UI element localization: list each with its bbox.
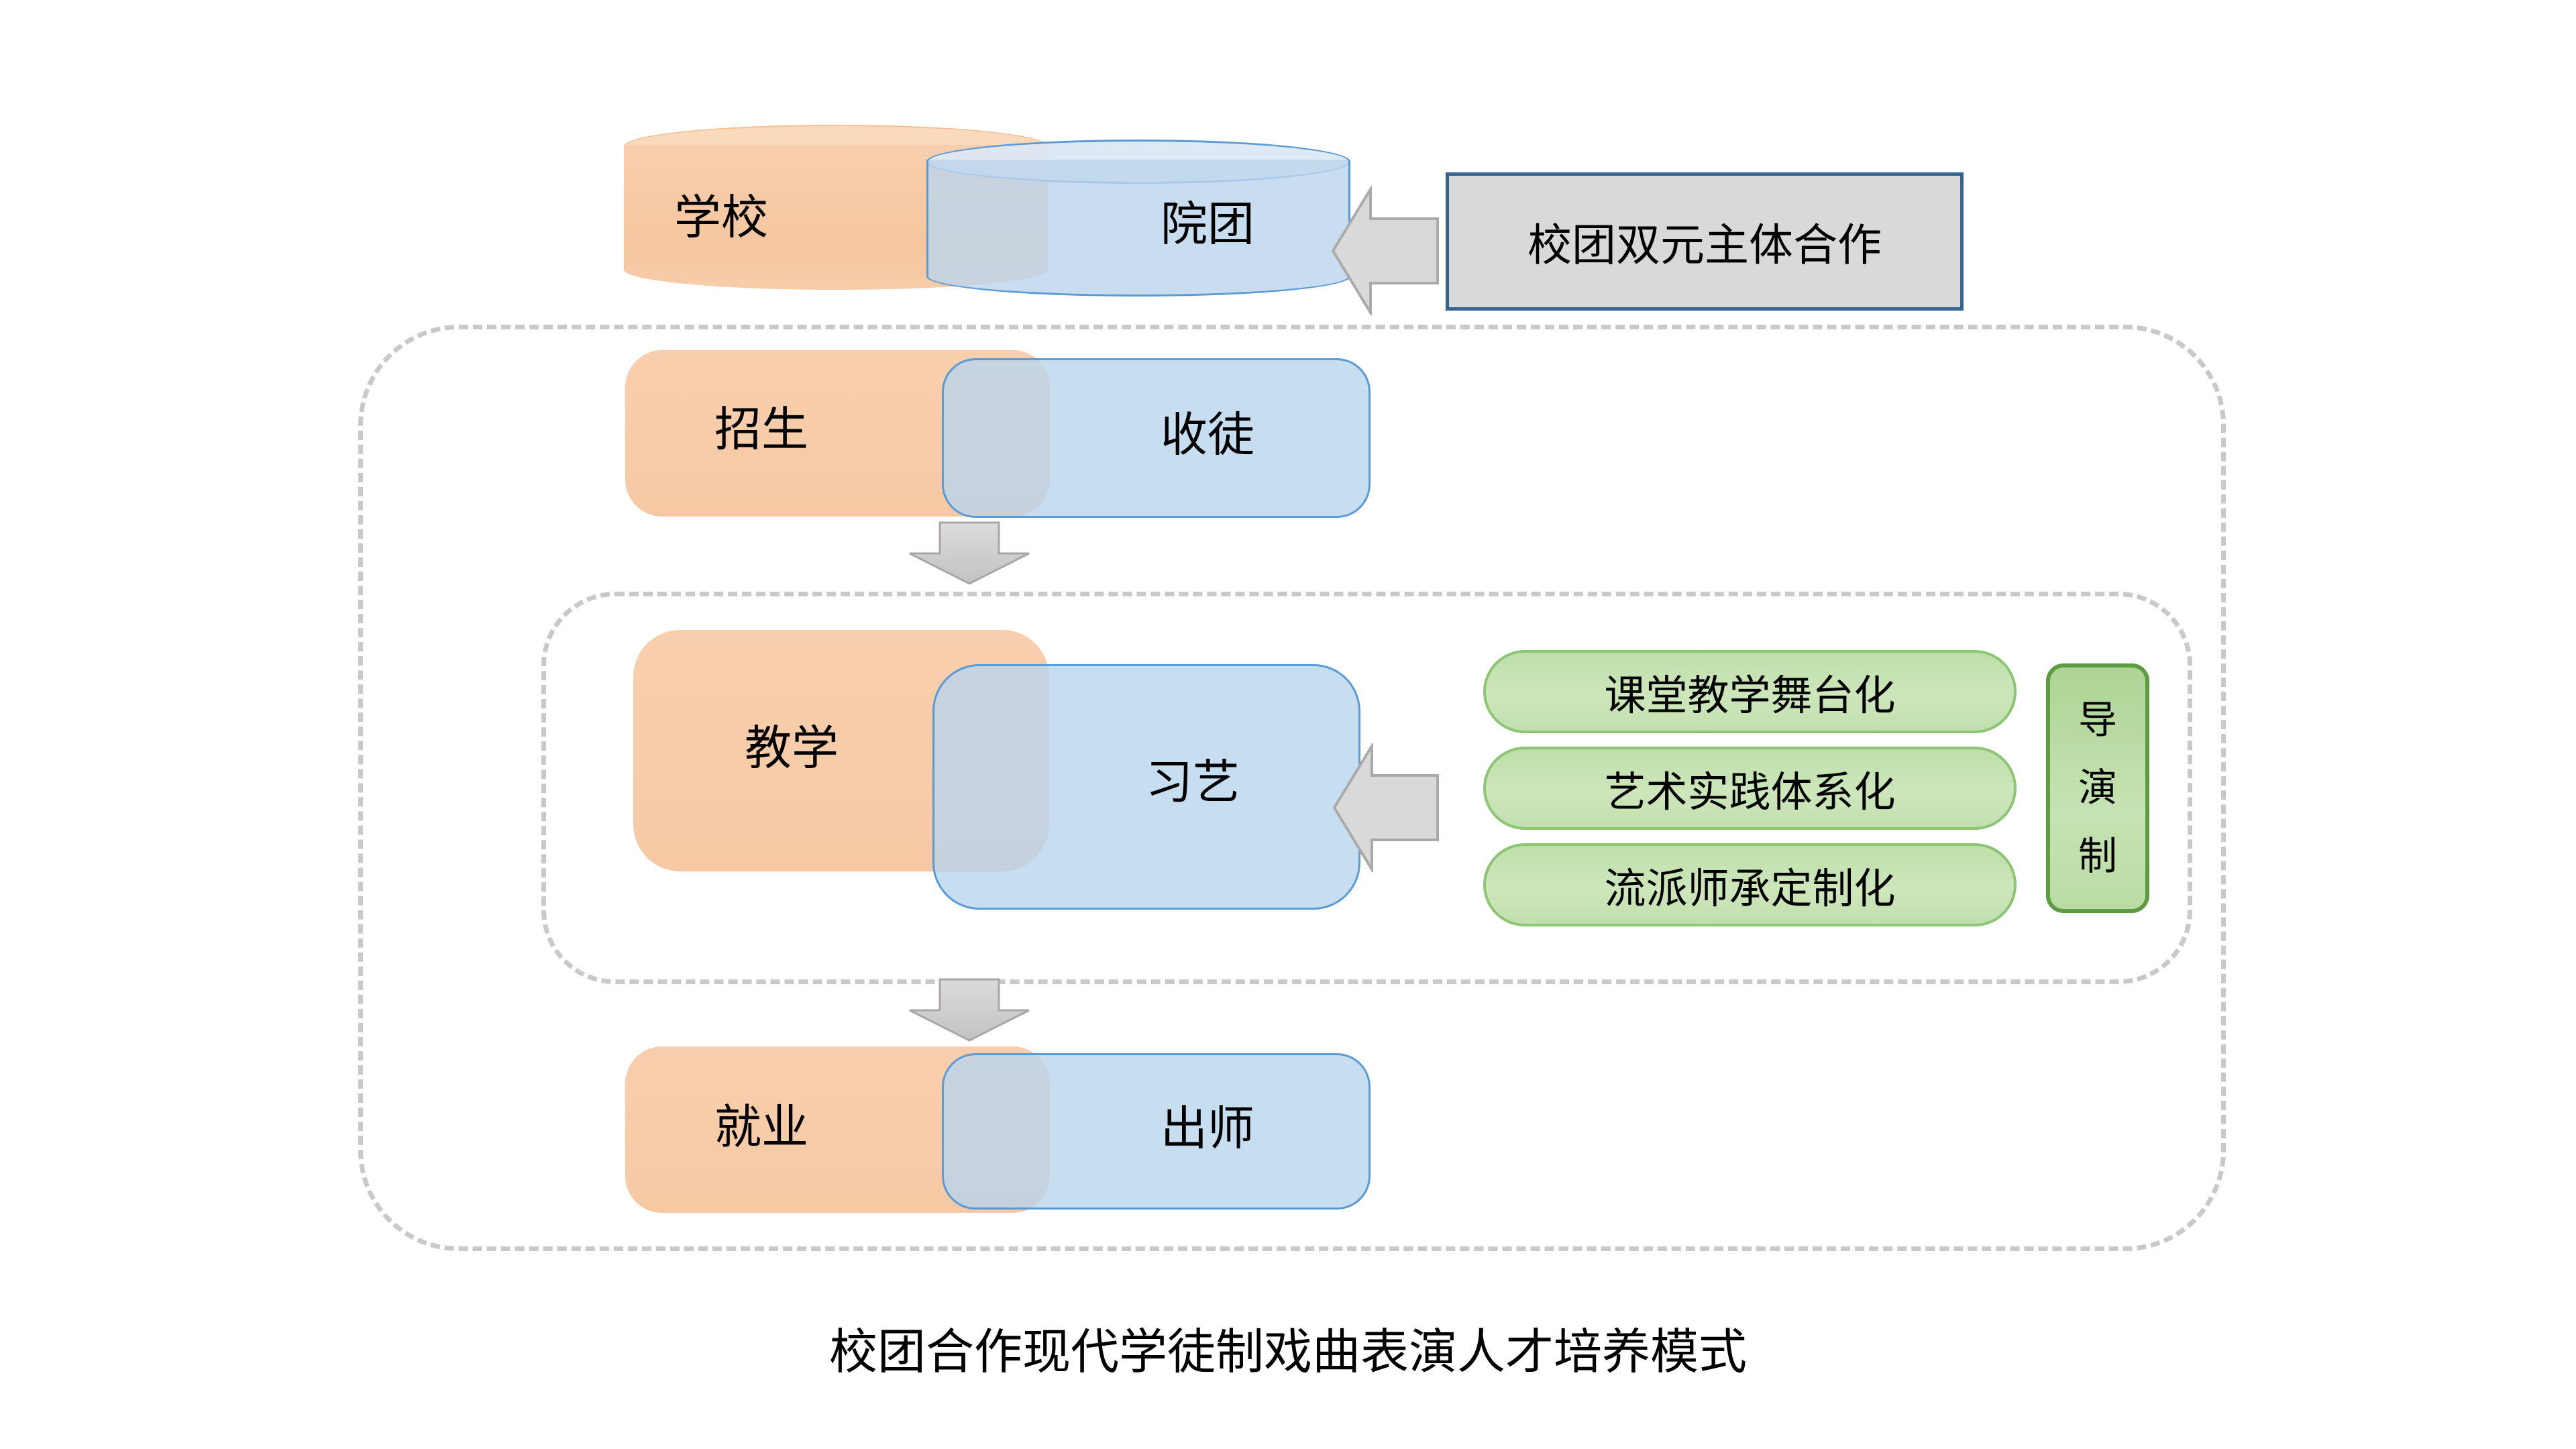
inner-dashed-frame	[541, 592, 2192, 984]
director-system-label: 导演制	[2078, 698, 2117, 878]
troupe-cylinder	[926, 140, 1350, 297]
left-arrow-icon	[1333, 743, 1439, 872]
outer-dashed-frame	[358, 325, 2226, 1251]
training-school-label: 教学	[745, 722, 839, 774]
outcome-school-label: 就业	[714, 1101, 808, 1153]
outcome-troupe-label: 出师	[1161, 1102, 1254, 1155]
troupe-cylinder-body	[926, 160, 1350, 297]
diagram-caption: 校团合作现代学徒制戏曲表演人才培养模式	[828, 1326, 1747, 1379]
outcome-troupe-box	[942, 1053, 1371, 1210]
troupe-label: 院团	[1161, 198, 1254, 250]
method-pill: 流派师承定制化	[1483, 843, 2017, 926]
method-label: 课堂教学舞台化	[1604, 673, 1896, 719]
cooperation-label: 校团双元主体合作	[1527, 220, 1882, 270]
training-troupe-label: 习艺	[1146, 756, 1240, 808]
cooperation-box: 校团双元主体合作	[1446, 172, 1964, 311]
left-arrow-icon	[1332, 186, 1439, 315]
method-pill: 艺术实践体系化	[1483, 747, 2017, 830]
method-pill: 课堂教学舞台化	[1483, 650, 2017, 733]
enrollment-school-label: 招生	[714, 403, 808, 455]
method-label: 流派师承定制化	[1604, 866, 1896, 912]
director-system-box: 导演制	[2046, 663, 2149, 913]
enrollment-troupe-box	[942, 358, 1371, 518]
down-arrow-icon	[909, 978, 1030, 1042]
method-label: 艺术实践体系化	[1604, 769, 1896, 816]
enrollment-troupe-label: 收徒	[1161, 409, 1254, 461]
down-arrow-icon	[909, 521, 1030, 585]
school-label: 学校	[674, 191, 768, 244]
training-troupe-box	[932, 664, 1360, 910]
